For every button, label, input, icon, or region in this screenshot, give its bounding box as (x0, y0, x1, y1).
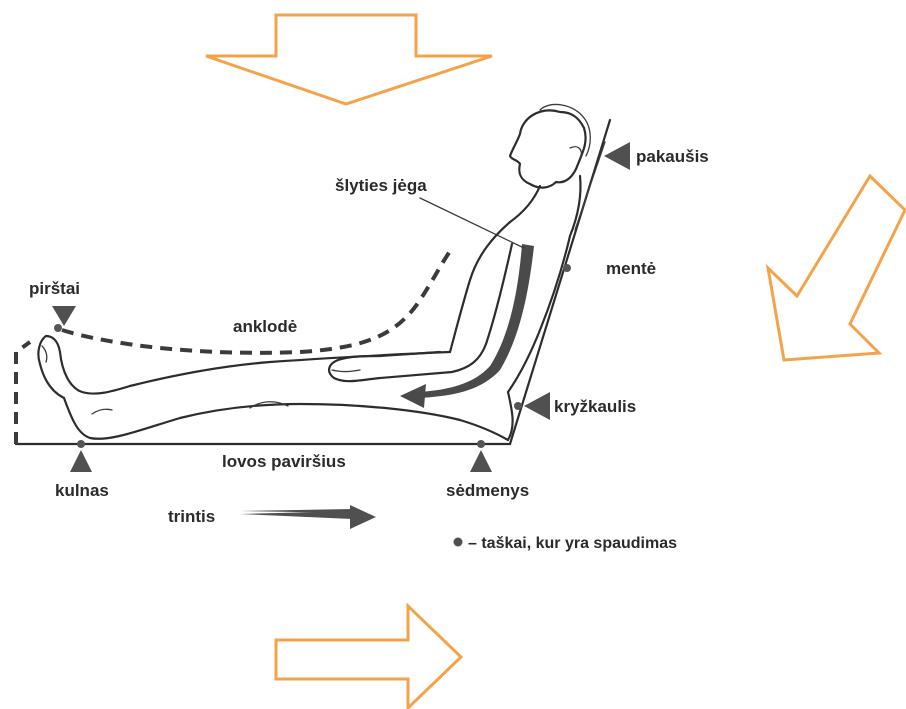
pressure-dot-icon (514, 402, 522, 410)
label-pirstai: pirštai (29, 279, 80, 298)
pressure-dot-icon (563, 264, 571, 272)
arrow-down-left-icon (768, 176, 905, 360)
label-trintis: trintis (168, 507, 215, 526)
arrow-right-icon (276, 606, 461, 708)
label-slyties-jega: šlyties jėga (335, 176, 427, 195)
pressure-triangle-icon (524, 392, 550, 420)
label-kryzkaulis: kryžkaulis (554, 397, 636, 416)
legend-dot-icon (454, 538, 463, 547)
friction-arrow (240, 505, 376, 529)
pressure-triangle-icon (70, 450, 92, 472)
label-mente: mentė (606, 259, 656, 278)
pressure-triangle-icon (470, 450, 492, 472)
pressure-dot-icon (477, 440, 485, 448)
pressure-dot-icon (77, 440, 85, 448)
label-kulnas: kulnas (55, 481, 109, 500)
pressure-triangle-icon (52, 306, 76, 326)
label-sedmenys: sėdmenys (446, 481, 529, 500)
pressure-triangle-icon (604, 142, 630, 170)
label-lovos-pavirsius: lovos paviršius (222, 452, 346, 471)
legend-text: – taškai, kur yra spaudimas (468, 535, 677, 552)
label-anklode: anklodė (233, 317, 297, 336)
arrow-down-icon (206, 15, 492, 104)
pressure-dot-icon (54, 324, 62, 332)
label-pakausis: pakaušis (636, 147, 709, 166)
patient-figure (38, 104, 590, 440)
blanket-dashed-line (16, 248, 452, 444)
